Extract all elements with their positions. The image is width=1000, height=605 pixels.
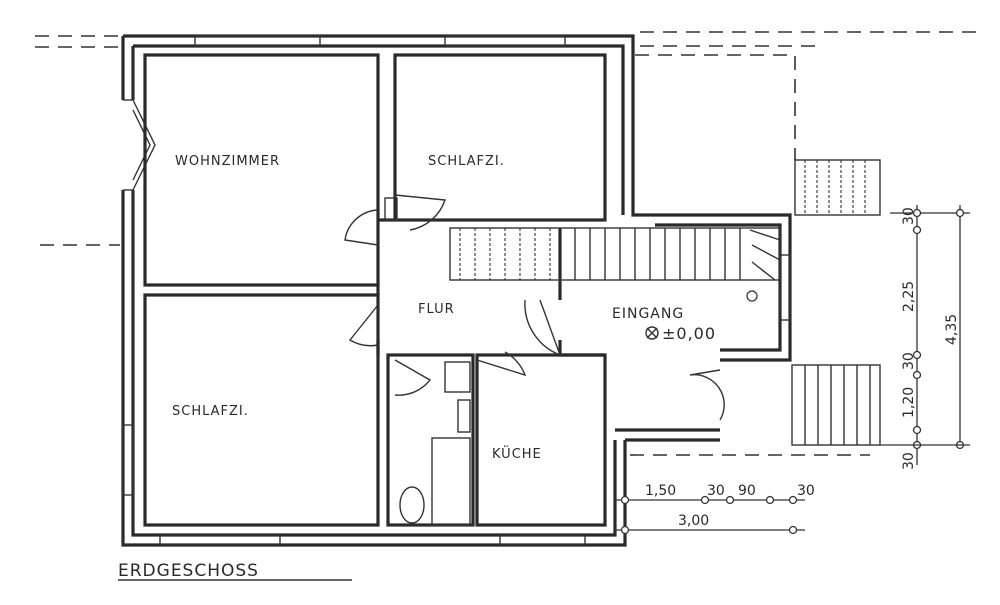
dim-v-total: 4,35: [944, 314, 960, 345]
floor-title: ERDGESCHOSS: [118, 561, 259, 581]
staircase-exterior: [630, 54, 881, 456]
dim-v-3: 30: [901, 352, 917, 370]
dim-v-2: 2,25: [901, 281, 917, 312]
bathroom-fixtures: [384, 197, 471, 526]
door-swings: [344, 194, 725, 421]
vertical-dimensions: 30 2,25 30 1,20 30 4,35: [880, 205, 970, 470]
interior-walls: [143, 53, 607, 527]
terrace-door: [123, 99, 156, 191]
dim-h-4: 30: [797, 483, 815, 499]
horizontal-dimensions: 1,50 30 90 30 3,00: [615, 483, 815, 535]
staircase-internal: [449, 227, 781, 302]
dim-h-1: 1,50: [645, 483, 676, 499]
label-schlafzi-top: SCHLAFZI.: [428, 154, 505, 169]
dim-v-5: 30: [901, 452, 917, 470]
dim-h-3: 90: [738, 483, 756, 499]
label-kueche: KÜCHE: [492, 445, 542, 462]
label-eingang: EINGANG: [612, 306, 684, 322]
windows: [122, 35, 791, 546]
outer-walls: [121, 34, 792, 547]
dim-h-total: 3,00: [678, 513, 709, 529]
level-mark: ±0,00: [645, 324, 716, 343]
level-text: ±0,00: [662, 324, 716, 343]
label-wohnzimmer: WOHNZIMMER: [175, 154, 280, 169]
property-lines: [35, 31, 980, 246]
label-flur: FLUR: [418, 302, 455, 317]
dim-h-2: 30: [707, 483, 725, 499]
dim-v-1: 30: [901, 207, 917, 225]
label-schlafzi-bottom: SCHLAFZI.: [172, 404, 249, 419]
dim-v-4: 1,20: [901, 387, 917, 418]
